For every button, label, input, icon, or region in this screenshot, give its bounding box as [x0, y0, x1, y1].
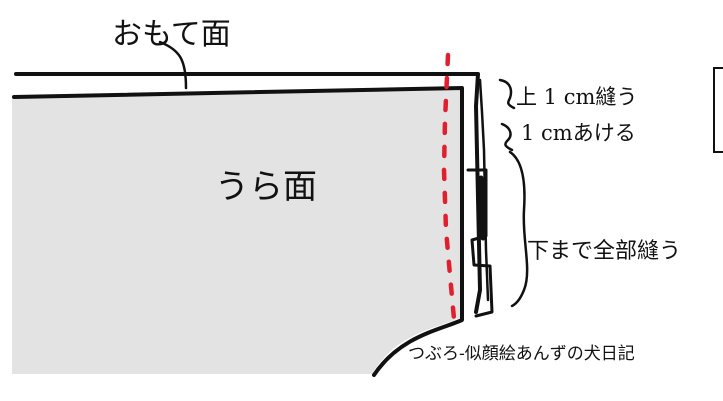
hem-stitch-segment: [478, 175, 486, 241]
watermark-text: つぶろ-似顔絵あんずの犬日記: [408, 344, 635, 364]
bracket-middle: [500, 122, 514, 152]
front-side-edge: [14, 72, 482, 314]
fabric-outline: [12, 86, 464, 377]
sew-to-bottom-label: 下まで全部縫う: [527, 239, 681, 264]
bracket-bottom: [508, 150, 529, 308]
bracket-top: [498, 78, 516, 110]
stitch-line: [441, 52, 458, 333]
sew-top-label: 上 1 cm縫う: [516, 85, 637, 109]
front-side-leader: [158, 40, 188, 90]
fabric-back-side: [12, 88, 462, 374]
back-side-label: うら面: [215, 167, 317, 207]
legend-box-edge: [713, 67, 723, 153]
hem-layer-inner: [466, 168, 494, 318]
leave-open-label: 1 cmあける: [521, 121, 636, 145]
front-side-label: おもて面: [112, 17, 231, 52]
